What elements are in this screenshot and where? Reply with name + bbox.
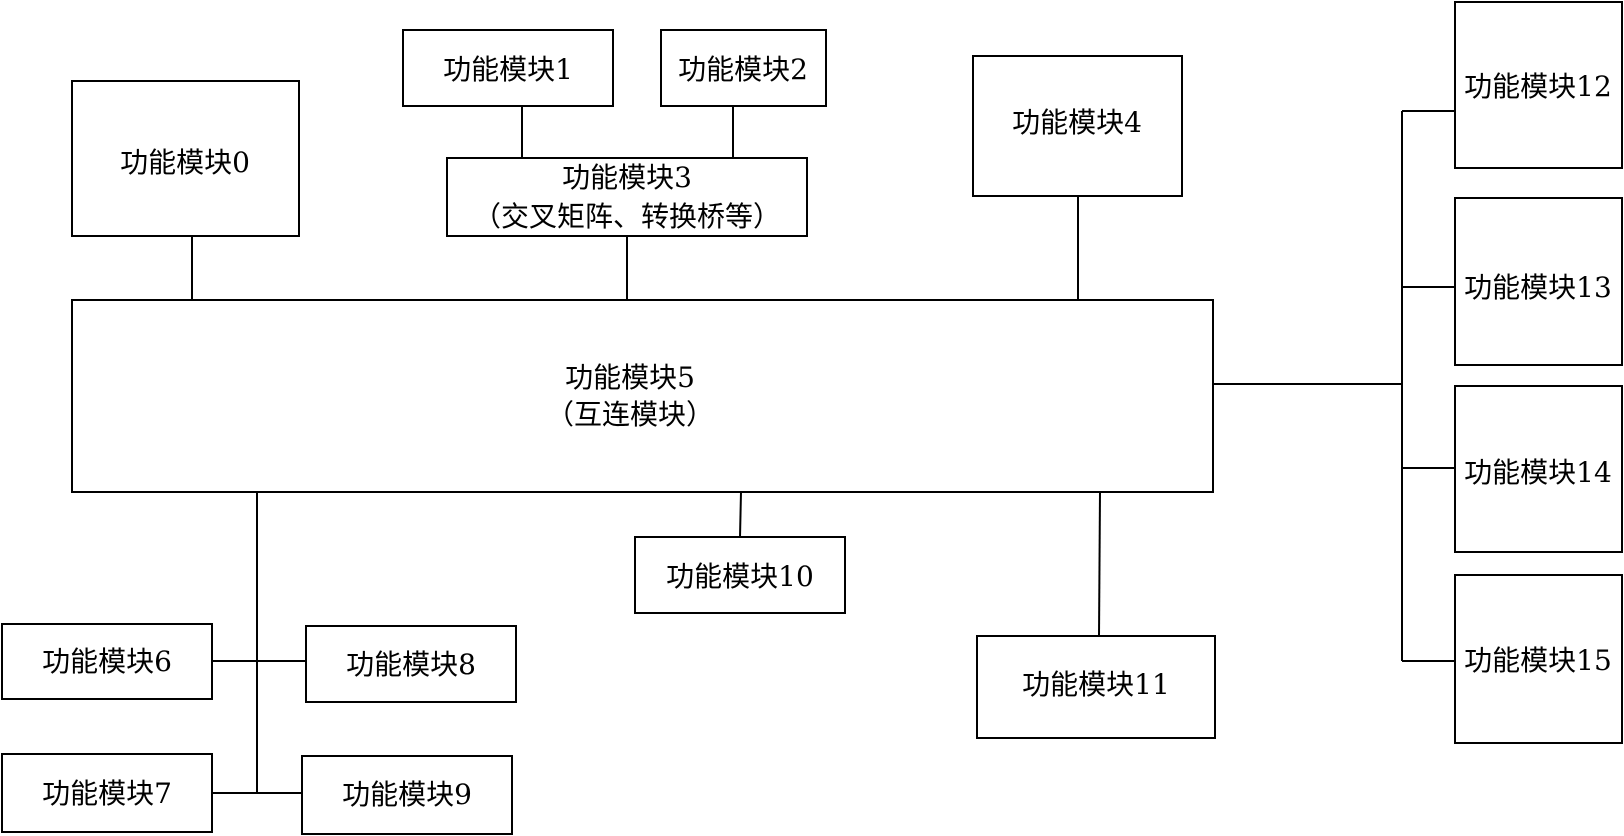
connector-m5-m10 [739,491,742,538]
module-12-label: 功能模块12 [1464,70,1612,103]
module-8-label: 功能模块8 [346,648,476,681]
module-0-label: 功能模块0 [120,146,250,179]
module-4-box [972,55,1183,197]
module-2-label: 功能模块2 [678,53,808,86]
module-3-sublabel: （交叉矩阵、转换桥等） [473,200,781,233]
module-15: 功能模块15 [1454,574,1623,744]
module-14-box [1454,385,1623,553]
connector-m5-m11 [1098,491,1101,637]
module-12: 功能模块12 [1454,1,1623,169]
module-3: 功能模块3 （交叉矩阵、转换桥等） [446,157,808,237]
module-5-sublabel: （互连模块） [546,398,714,431]
module-8: 功能模块8 [305,625,517,703]
module-0: 功能模块0 [71,80,300,237]
module-2: 功能模块2 [660,29,827,107]
module-5-label: 功能模块5 [565,361,695,394]
connectors [191,106,1455,794]
module-13-label: 功能模块13 [1464,271,1612,304]
module-1-box [402,29,614,107]
module-4-label: 功能模块4 [1012,106,1142,139]
module-6-label: 功能模块6 [42,645,172,678]
module-7: 功能模块7 [1,753,213,833]
module-5-box [71,299,1214,493]
module-0-box [71,80,300,237]
module-3-box [446,157,808,237]
module-6-box [1,623,213,700]
module-6: 功能模块6 [1,623,213,700]
module-14-label: 功能模块14 [1464,456,1612,489]
module-12-box [1454,1,1623,169]
module-10-label: 功能模块10 [666,560,814,593]
module-1: 功能模块1 [402,29,614,107]
module-11: 功能模块11 [976,635,1216,739]
module-10: 功能模块10 [634,536,846,614]
module-4: 功能模块4 [972,55,1183,197]
module-10-box [634,536,846,614]
module-1-label: 功能模块1 [443,53,573,86]
module-9-label: 功能模块9 [342,778,472,811]
module-7-label: 功能模块7 [42,777,172,810]
module-7-box [1,753,213,833]
module-9-box [301,755,513,835]
module-15-label: 功能模块15 [1464,644,1612,677]
module-11-label: 功能模块11 [1022,668,1170,701]
module-3-label: 功能模块3 [562,161,692,194]
module-15-box [1454,574,1623,744]
module-2-box [660,29,827,107]
module-8-box [305,625,517,703]
module-13-box [1454,197,1623,366]
module-13: 功能模块13 [1454,197,1623,366]
module-14: 功能模块14 [1454,385,1623,553]
module-5: 功能模块5 （互连模块） [71,299,1214,493]
module-9: 功能模块9 [301,755,513,835]
module-11-box [976,635,1216,739]
